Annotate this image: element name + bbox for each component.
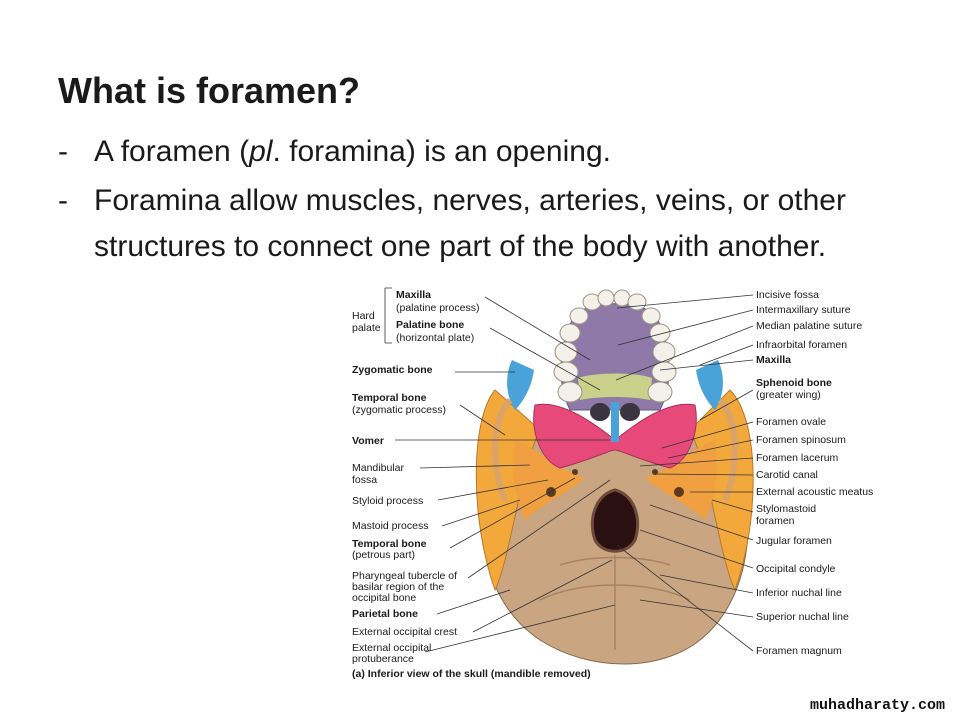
bullet-text: Foramina allow muscles, nerves, arteries… <box>94 184 846 263</box>
label-intermaxillary-suture: Intermaxillary suture <box>756 304 851 316</box>
label-temporal-petrous: Temporal bone <box>352 538 427 550</box>
label-vomer: Vomer <box>352 435 384 447</box>
label-infraorbital-foramen: Infraorbital foramen <box>756 339 848 351</box>
label-foramen-magnum: Foramen magnum <box>756 645 842 657</box>
label-external-occipital-crest: External occipital crest <box>352 626 458 638</box>
label-temporal-zygomatic: Temporal bone <box>352 392 427 404</box>
label-maxilla-right: Maxilla <box>756 354 792 366</box>
label-maxilla-sub: (palatine process) <box>396 302 480 314</box>
bullet-text: A foramen (pl. foramina) is an opening. <box>94 129 874 175</box>
label-foramen-spinosum: Foramen spinosum <box>756 434 846 446</box>
choana-right <box>620 403 640 421</box>
zygomatic-arch-left <box>492 397 513 502</box>
label-mandibular-fossa: Mandibular fossa <box>352 462 404 486</box>
skull-inferior-view-illustration <box>384 287 754 665</box>
label-foramen-lacerum: Foramen lacerum <box>756 452 839 464</box>
bullet-text-post: . foramina) is an opening. <box>272 135 611 168</box>
label-zygomatic-bone: Zygomatic bone <box>352 364 433 376</box>
temporal-petrous-left <box>513 440 585 520</box>
label-inferior-nuchal-line: Inferior nuchal line <box>756 587 842 599</box>
label-temporal-zygomatic-sub: (zygomatic process) <box>352 404 446 416</box>
foramen-magnum-shape <box>590 488 640 553</box>
label-parietal-bone: Parietal bone <box>352 608 418 620</box>
upper-teeth <box>553 289 677 403</box>
label-incisive-fossa: Incisive fossa <box>756 289 820 301</box>
label-occipital-condyle: Occipital condyle <box>756 563 836 575</box>
bullet-dash: - <box>58 184 68 217</box>
label-styloid-process: Styloid process <box>352 495 424 507</box>
watermark: muhadharaty.com <box>810 697 946 714</box>
label-palatine-bone: Palatine bone <box>396 319 465 331</box>
label-pharyngeal-tubercle: Pharyngeal tubercle of basilar region of… <box>352 570 458 604</box>
choana-left <box>590 403 610 421</box>
label-temporal-petrous-sub: (petrous part) <box>352 549 416 561</box>
label-sphenoid-sub: (greater wing) <box>756 389 821 401</box>
label-external-acoustic-meatus: External acoustic meatus <box>756 486 874 498</box>
label-median-palatine-suture: Median palatine suture <box>756 320 863 332</box>
bullet-text-pre: A foramen ( <box>94 135 250 168</box>
label-superior-nuchal-line: Superior nuchal line <box>756 611 849 623</box>
vomer-shape <box>611 402 619 442</box>
zygomatic-bone-right <box>696 360 723 410</box>
label-foramen-ovale: Foramen ovale <box>756 416 827 428</box>
label-maxilla-left: Maxilla <box>396 289 432 301</box>
label-external-occipital-protuberance: External occipital protuberance <box>352 642 432 665</box>
bullet-dash: - <box>58 135 68 168</box>
label-mastoid-process: Mastoid process <box>352 520 429 532</box>
label-sphenoid-bone: Sphenoid bone <box>756 377 832 389</box>
palatine-bone-shape <box>578 373 652 400</box>
label-jugular-foramen: Jugular foramen <box>756 535 832 547</box>
label-stylomastoid-foramen: Stylomastoid foramen <box>756 503 817 527</box>
bullet-text-italic: pl <box>249 135 273 168</box>
zygomatic-bone-left <box>507 360 534 410</box>
label-hard-palate: Hard palate <box>352 310 381 334</box>
label-carotid-canal: Carotid canal <box>756 469 818 481</box>
slide-title: What is foramen? <box>58 70 361 111</box>
label-palatine-sub: (horizontal plate) <box>396 332 475 344</box>
figure-caption: (a) Inferior view of the skull (mandible… <box>352 668 591 680</box>
temporal-petrous-right <box>645 440 717 520</box>
zygomatic-arch-right <box>717 397 738 502</box>
